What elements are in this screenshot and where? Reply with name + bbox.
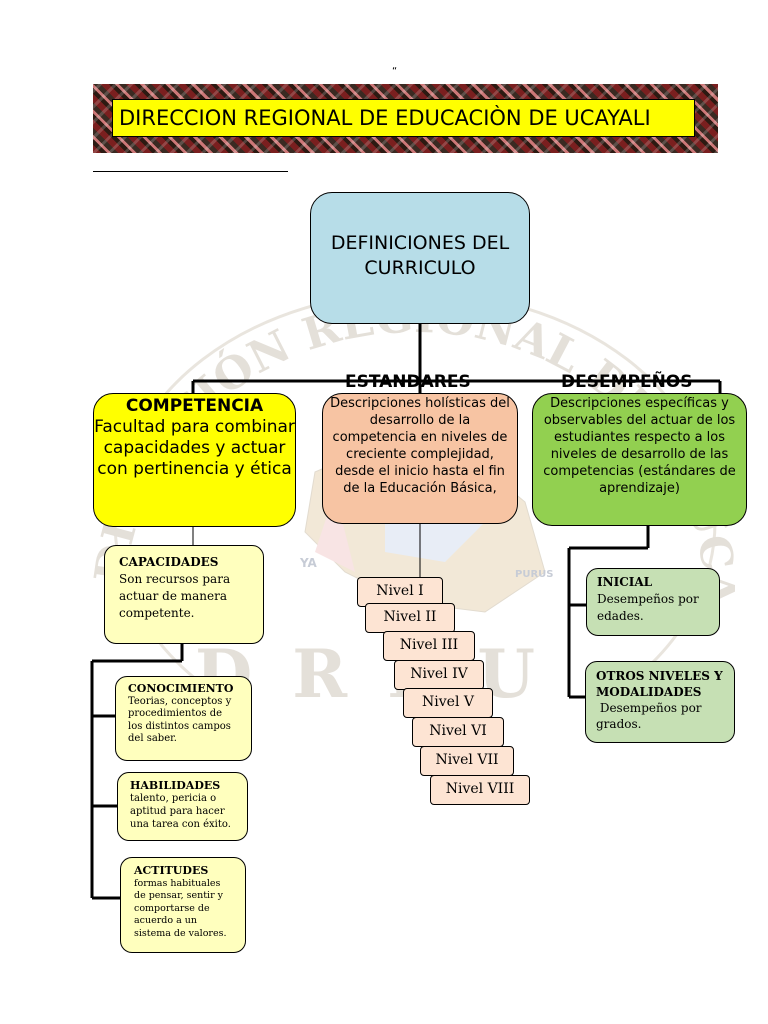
- conocimiento-box: CONOCIMIENTO Teorias, conceptos y proced…: [115, 676, 252, 761]
- nivel-box: Nivel VII: [420, 746, 514, 776]
- page-title: DIRECCION REGIONAL DE EDUCACIÒN DE UCAYA…: [112, 99, 695, 137]
- root-concept-box: DEFINICIONES DEL CURRICULO: [310, 192, 530, 324]
- watermark-map-label-1: YA: [299, 556, 318, 570]
- capacidades-text: Son recursos para actuar de manera compe…: [119, 572, 231, 620]
- estandares-box: Descripciones holísticas del desarrollo …: [322, 393, 518, 524]
- actitudes-text: formas habituales de pensar, sentir y co…: [134, 877, 227, 939]
- estandares-text: Descripciones holísticas del desarrollo …: [330, 396, 510, 496]
- desempenos-heading: DESEMPEÑOS: [561, 372, 693, 392]
- watermark-map-label-2: PURUS: [515, 569, 553, 580]
- header-banner-pattern: [93, 84, 718, 153]
- conocimiento-text: Teorias, conceptos y procedimientos de l…: [128, 695, 232, 745]
- habilidades-title: HABILIDADES: [130, 779, 221, 792]
- divider: [93, 171, 288, 172]
- actitudes-box: ACTITUDES formas habituales de pensar, s…: [120, 857, 246, 953]
- nivel-box: Nivel VI: [412, 717, 504, 747]
- capacidades-title: CAPACIDADES: [119, 555, 219, 569]
- estandares-heading: ESTANDARES: [345, 372, 471, 392]
- habilidades-box: HABILIDADES talento, pericia o aptitud p…: [117, 772, 248, 841]
- actitudes-title: ACTITUDES: [134, 864, 209, 877]
- otros-niveles-title: OTROS NIVELES Y MODALIDADES: [596, 669, 723, 699]
- root-label: DEFINICIONES DEL CURRICULO: [330, 232, 510, 279]
- habilidades-text: talento, pericia o aptitud para hacer un…: [130, 793, 231, 830]
- quote-mark: “: [392, 66, 398, 77]
- desempenos-box: Descripciones específicas y observables …: [532, 393, 747, 526]
- competencia-text: Facultad para combinar capacidades y act…: [94, 417, 295, 479]
- nivel-box: Nivel II: [365, 603, 455, 633]
- conocimiento-title: CONOCIMIENTO: [128, 682, 234, 695]
- inicial-text: Desempeños por edades.: [597, 592, 699, 623]
- inicial-box: INICIAL Desempeños por edades.: [586, 568, 720, 636]
- competencia-box: COMPETENCIA Facultad para combinar capac…: [93, 393, 296, 527]
- inicial-title: INICIAL: [597, 575, 653, 589]
- nivel-box: Nivel IV: [394, 660, 484, 690]
- desempenos-text: Descripciones específicas y observables …: [543, 396, 736, 496]
- otros-niveles-box: OTROS NIVELES Y MODALIDADES Desempeños p…: [585, 661, 735, 743]
- competencia-title: COMPETENCIA: [125, 396, 264, 416]
- nivel-box: Nivel VIII: [430, 775, 530, 805]
- nivel-box: Nivel III: [383, 631, 475, 661]
- nivel-box: Nivel V: [403, 688, 493, 718]
- otros-niveles-text: Desempeños por grados.: [596, 701, 706, 731]
- capacidades-box: CAPACIDADES Son recursos para actuar de …: [104, 545, 264, 644]
